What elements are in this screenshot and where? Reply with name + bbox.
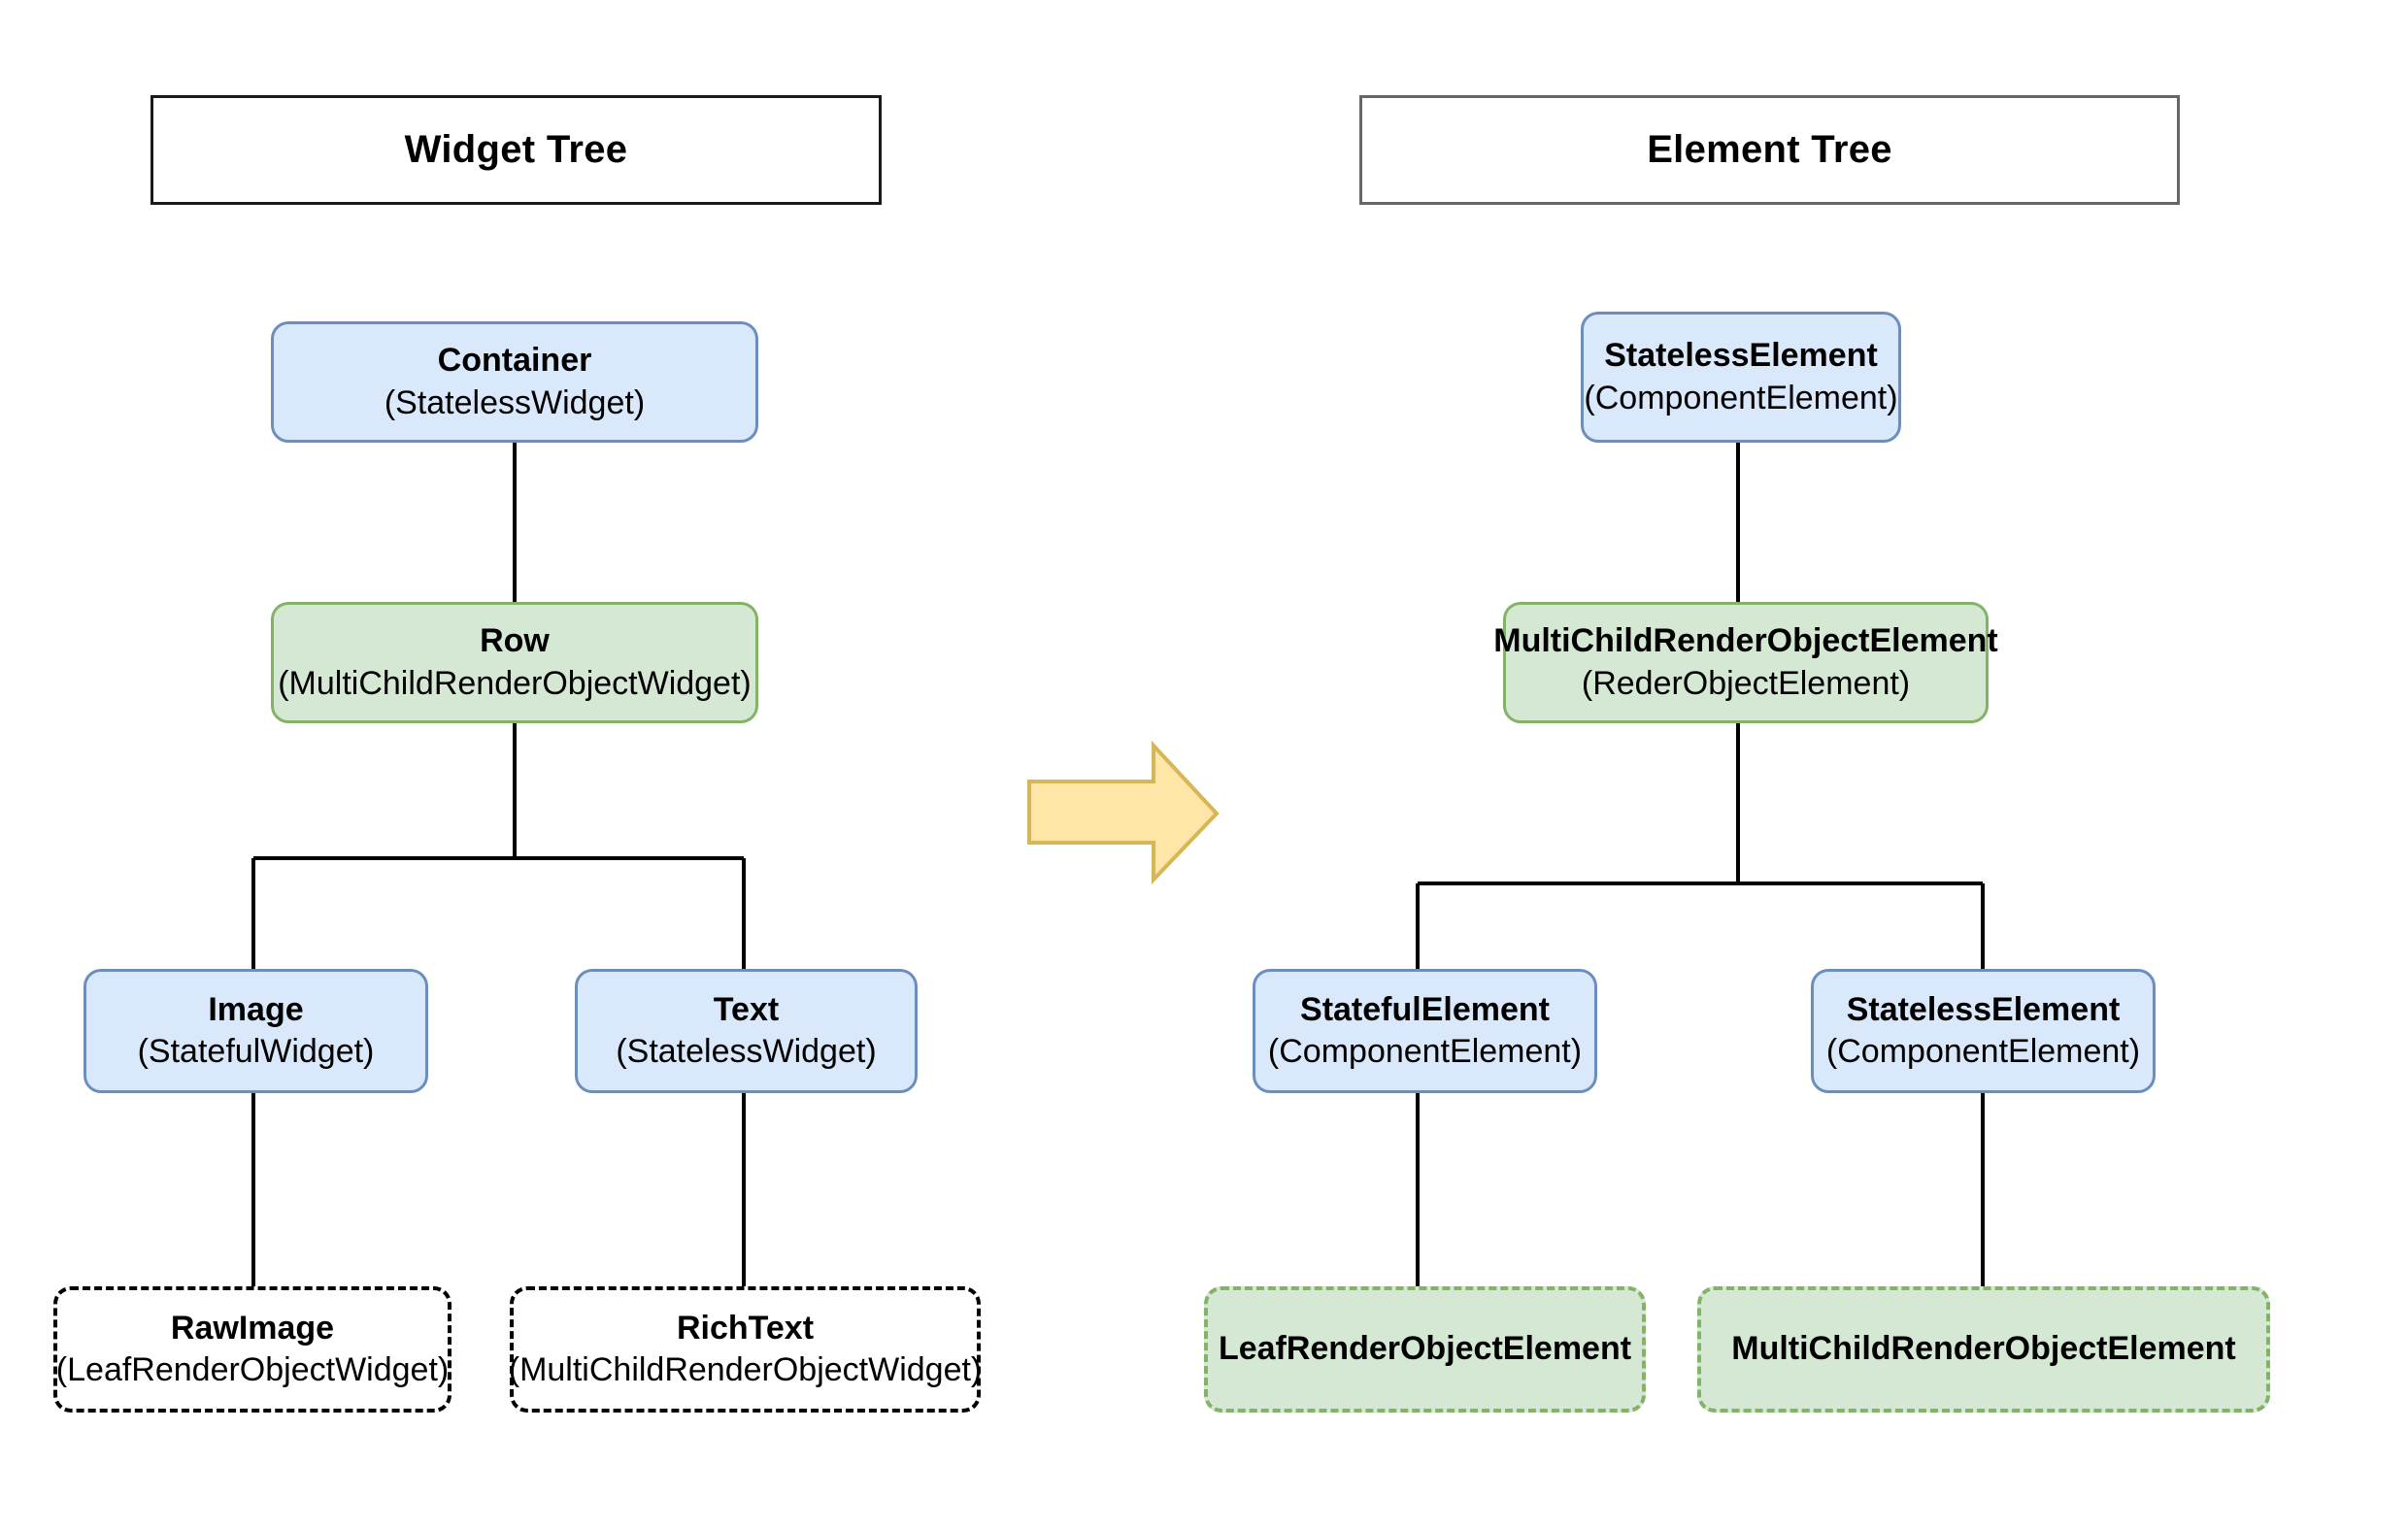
node-title: Row xyxy=(480,622,550,660)
node-subtitle: (ComponentElement) xyxy=(1584,379,1898,416)
transform-arrow-icon xyxy=(1027,740,1220,884)
node-title: MultiChildRenderObjectElement xyxy=(1731,1330,2236,1368)
node-subtitle: (RederObjectElement) xyxy=(1581,664,1911,702)
element-node-stateless[interactable]: StatelessElement (ComponentElement) xyxy=(1811,969,2156,1093)
element-tree-header-label: Element Tree xyxy=(1647,128,1892,171)
node-title: LeafRenderObjectElement xyxy=(1218,1330,1632,1368)
widget-node-container[interactable]: Container (StatelessWidget) xyxy=(271,321,758,443)
node-title: StatelessElement xyxy=(1604,337,1878,375)
node-subtitle: (ComponentElement) xyxy=(1267,1033,1583,1070)
element-node-multichild-root[interactable]: MultiChildRenderObjectElement (RederObje… xyxy=(1493,602,1998,723)
node-title: StatefulElement xyxy=(1300,990,1550,1028)
node-subtitle: (StatelessWidget) xyxy=(384,383,646,421)
node-title: StatelessElement xyxy=(1846,990,2121,1028)
widget-node-image[interactable]: Image (StatefulWidget) xyxy=(84,969,428,1093)
node-subtitle: (LeafRenderObjectWidget) xyxy=(55,1351,450,1388)
node-subtitle: (ComponentElement) xyxy=(1825,1033,2141,1070)
node-subtitle: (StatelessWidget) xyxy=(616,1033,877,1070)
widget-tree-header-label: Widget Tree xyxy=(404,128,628,171)
node-title: MultiChildRenderObjectElement xyxy=(1493,622,1998,660)
widget-node-text[interactable]: Text (StatelessWidget) xyxy=(575,969,918,1093)
node-title: Container xyxy=(437,342,592,380)
node-title: Image xyxy=(208,990,304,1028)
element-node-stateless-root[interactable]: StatelessElement (ComponentElement) xyxy=(1581,312,1901,443)
widget-node-rawimage[interactable]: RawImage (LeafRenderObjectWidget) xyxy=(53,1286,452,1413)
node-title: RawImage xyxy=(170,1309,335,1347)
element-tree-header: Element Tree xyxy=(1359,95,2180,205)
node-title: RichText xyxy=(676,1309,815,1347)
node-title: Text xyxy=(713,990,780,1028)
element-node-stateful[interactable]: StatefulElement (ComponentElement) xyxy=(1253,969,1597,1093)
widget-node-row[interactable]: Row (MultiChildRenderObjectWidget) xyxy=(271,602,758,723)
element-node-leafrender[interactable]: LeafRenderObjectElement xyxy=(1204,1286,1646,1413)
widget-tree-header: Widget Tree xyxy=(150,95,882,205)
node-subtitle: (StatefulWidget) xyxy=(137,1033,375,1070)
element-node-multichild[interactable]: MultiChildRenderObjectElement xyxy=(1697,1286,2270,1413)
node-subtitle: (MultiChildRenderObjectWidget) xyxy=(508,1351,983,1388)
widget-node-richtext[interactable]: RichText (MultiChildRenderObjectWidget) xyxy=(508,1286,983,1413)
node-subtitle: (MultiChildRenderObjectWidget) xyxy=(278,664,752,702)
